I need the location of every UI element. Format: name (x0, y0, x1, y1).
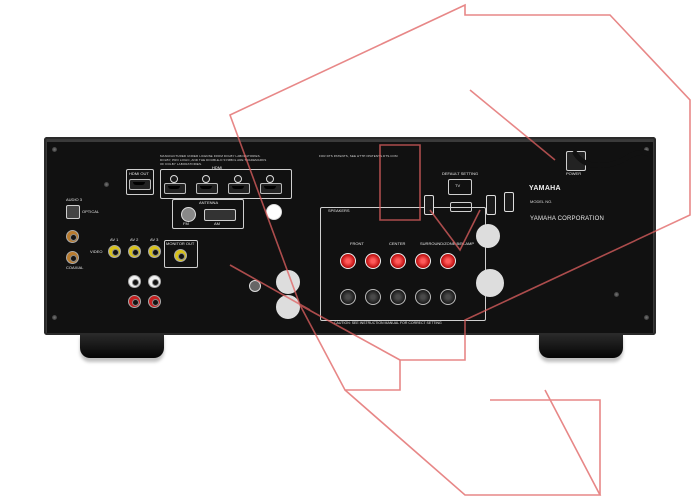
hdmi-indicator (170, 175, 178, 183)
video-label: VIDEO (90, 249, 103, 254)
front-label: FRONT (350, 241, 364, 246)
screw (644, 315, 649, 320)
surround-label: SURROUND/ZONE B/BI-AMP (420, 241, 475, 246)
license-text: MANUFACTURED UNDER LICENSE FROM DOLBY LA… (160, 154, 267, 166)
optical-input[interactable] (66, 205, 80, 219)
surround-left-black-terminal[interactable] (440, 289, 456, 305)
speaker-layout-graphic (450, 202, 472, 212)
center-label: CENTER (389, 241, 406, 246)
tv-label: TV (455, 183, 461, 188)
monitor-out-video[interactable] (174, 249, 187, 262)
screw (644, 147, 649, 152)
av-audio-left-2[interactable] (148, 275, 161, 288)
screw (52, 147, 57, 152)
hdmi-out-section (126, 169, 154, 195)
av1-video-input[interactable] (108, 245, 121, 258)
coaxial-input-2[interactable] (66, 251, 79, 264)
right-foot (539, 334, 623, 358)
am-antenna-terminal[interactable] (204, 209, 236, 221)
monitor-out-section (164, 240, 198, 268)
hdmi-out-label: HDMI OUT (129, 171, 149, 176)
hdmi-out-port[interactable] (129, 179, 151, 190)
power-label: POWER (566, 171, 582, 176)
default-setting-label: DEFAULT SETTING (442, 171, 479, 176)
aux-jack[interactable] (249, 280, 261, 292)
power-cord-inlet[interactable] (566, 151, 586, 171)
fm-antenna-jack[interactable] (181, 207, 196, 222)
hdmi-indicator (202, 175, 210, 183)
patent-text: FOR DTS PATENTS, SEE HTTP://PATENTS.DTS.… (319, 154, 398, 158)
am-label: AM (214, 221, 220, 226)
av1-label: AV 1 (110, 237, 119, 242)
audio-label: AUDIO 3 (66, 197, 83, 202)
no-bare-wire-icon (266, 204, 282, 220)
hdmi-indicator (266, 175, 274, 183)
speaker-wire-icon (276, 270, 300, 294)
front-left-black-terminal[interactable] (365, 289, 381, 305)
av-audio-right-1[interactable] (128, 295, 141, 308)
speaker-icon (424, 195, 434, 215)
coaxial-input[interactable] (66, 230, 79, 243)
speaker-wire-icon (276, 295, 300, 319)
surround-left-red-terminal[interactable] (440, 253, 456, 269)
hdmi-input-3[interactable] (228, 183, 250, 194)
av3-video-input[interactable] (148, 245, 161, 258)
speakers-label: SPEAKERS (328, 208, 350, 213)
screw (104, 182, 109, 187)
optical-label: OPTICAL (82, 209, 100, 214)
av3-label: AV 3 (150, 237, 159, 242)
coaxial-label: COAXIAL (66, 265, 84, 270)
front-right-black-terminal[interactable] (340, 289, 356, 305)
receiver-back-panel: MANUFACTURED UNDER LICENSE FROM DOLBY LA… (44, 137, 656, 335)
screw (52, 315, 57, 320)
fm-label: FM (183, 221, 189, 226)
hdmi-input-1[interactable] (164, 183, 186, 194)
no-short-circuit-icon (476, 269, 504, 297)
av2-label: AV 2 (130, 237, 139, 242)
speaker-icon (486, 195, 496, 215)
av-audio-left-1[interactable] (128, 275, 141, 288)
center-red-terminal[interactable] (390, 253, 406, 269)
corporation-label: YAMAHA CORPORATION (530, 216, 605, 222)
speaker-icon (504, 192, 514, 212)
hdmi-indicator (234, 175, 242, 183)
hdmi-label: HDMI (212, 165, 223, 170)
screw (614, 292, 619, 297)
left-foot (80, 334, 164, 358)
av-audio-right-2[interactable] (148, 295, 161, 308)
front-right-red-terminal[interactable] (340, 253, 356, 269)
front-left-red-terminal[interactable] (365, 253, 381, 269)
model-label: MODEL NO. (530, 199, 553, 204)
antenna-label: ANTENNA (199, 200, 219, 205)
no-short-circuit-icon (476, 224, 500, 248)
hdmi-input-4[interactable] (260, 183, 282, 194)
hdmi-input-2[interactable] (196, 183, 218, 194)
monitor-out-label: MONITOR OUT (166, 241, 195, 246)
surround-right-black-terminal[interactable] (415, 289, 431, 305)
brand-logo: YAMAHA (529, 185, 561, 192)
surround-right-red-terminal[interactable] (415, 253, 431, 269)
center-black-terminal[interactable] (390, 289, 406, 305)
av2-video-input[interactable] (128, 245, 141, 258)
caution-label: CAUTION: SEE INSTRUCTION MANUAL FOR CORR… (334, 321, 442, 325)
